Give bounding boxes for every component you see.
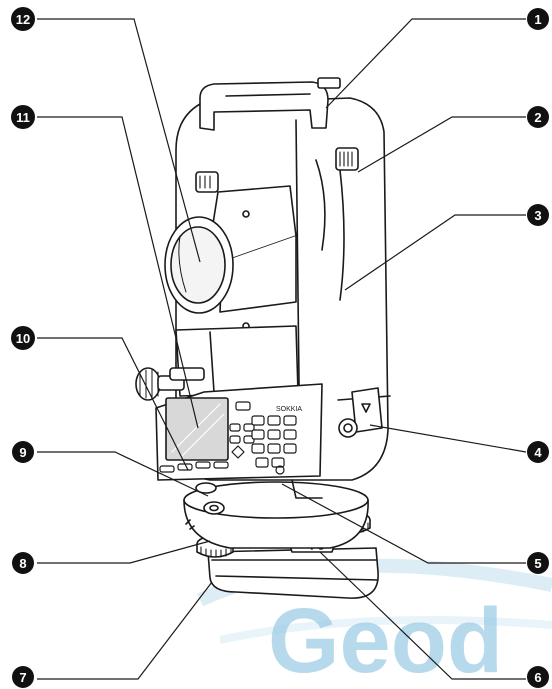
callout-6: 6 [527,666,549,688]
keyboard-keys [159,401,297,475]
callout-12: 12 [11,7,35,31]
callout-number: 3 [534,208,541,223]
display-screen [165,397,229,461]
callout-number: 8 [19,556,26,571]
rotating-base [183,481,369,549]
callout-3: 3 [527,204,549,226]
operation-panel: SOKKIA [155,383,323,499]
callout-number: 9 [19,445,26,460]
callout-10: 10 [11,326,35,350]
callout-8: 8 [12,552,34,574]
leader-6 [319,551,526,680]
focus-knob [135,367,205,401]
tangent-knob-right [335,147,359,171]
callout-number: 11 [16,110,30,125]
brand-label: SOKKIA [276,406,302,413]
circular-level [195,482,217,494]
leader-lines [37,18,527,680]
callout-9: 9 [12,441,34,463]
leader-1 [325,18,526,109]
callout-11: 11 [11,105,35,129]
callout-number: 12 [16,12,30,27]
callout-number: 10 [16,331,30,346]
callout-number: 7 [19,670,26,685]
callout-2: 2 [527,106,549,128]
callout-number: 4 [534,445,542,460]
callout-7: 7 [12,666,34,688]
leader-7 [37,581,213,680]
leader-2 [357,116,526,173]
leader-8 [37,540,211,564]
leader-12 [37,18,201,263]
callout-1: 1 [527,8,549,30]
total-station-illustration: SOKKIA [135,77,391,599]
callout-number: 2 [534,110,541,125]
callout-number: 5 [534,556,541,571]
tangent-knob-left [195,171,219,193]
watermark-text: Geod [268,590,503,689]
leader-10 [37,337,189,471]
leader-4 [369,424,527,453]
leader-5 [281,483,526,564]
leader-3 [344,214,526,291]
callout-5: 5 [527,552,549,574]
objective-lens [164,216,234,314]
callout-4: 4 [527,441,549,463]
callout-number: 6 [534,670,541,685]
leader-11 [37,116,199,429]
callout-number: 1 [534,12,541,27]
leader-9 [37,451,209,497]
tribrach-clamp [338,387,383,438]
carrying-handle [199,77,341,131]
telescope [195,185,297,330]
